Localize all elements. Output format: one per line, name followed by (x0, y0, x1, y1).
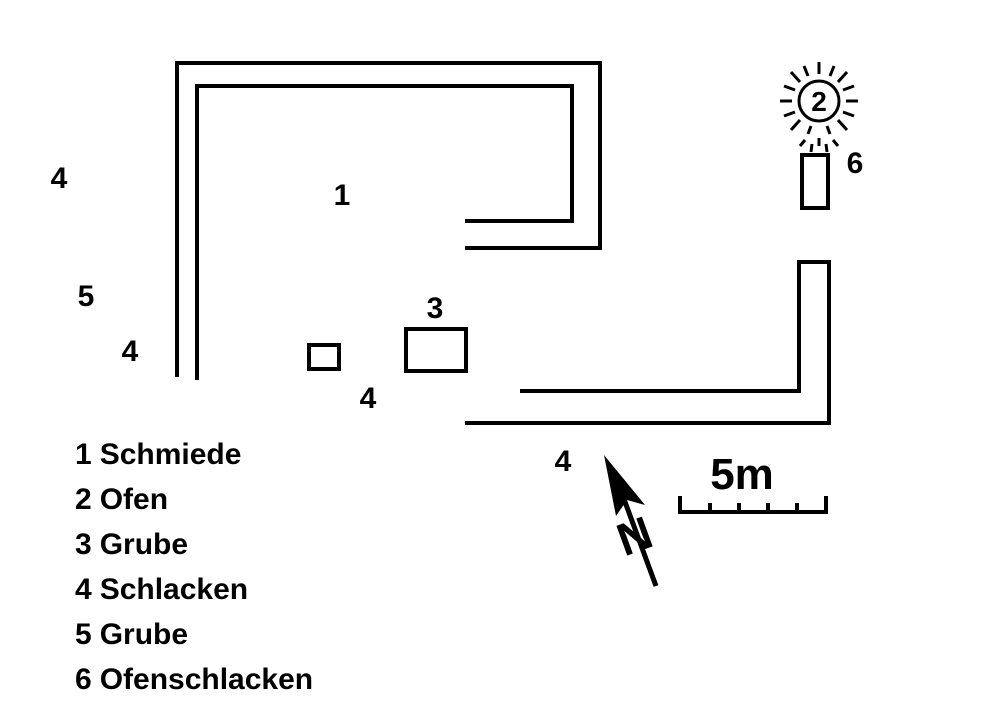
legend-item-number: 6 (75, 663, 92, 696)
label-forge-area: 1 (334, 179, 351, 212)
small-pit (307, 343, 341, 371)
north-arrow-icon: N (604, 455, 659, 587)
lower-wall-inner (520, 262, 801, 393)
label-oven-slag: 6 (847, 147, 864, 180)
legend-item-text: Grube (99, 618, 189, 651)
legend-item-number: 1 (75, 438, 92, 471)
label-slag-bottom: 4 (555, 445, 572, 478)
oven-icon: 2 (780, 62, 858, 153)
legend-item-number: 5 (75, 618, 92, 651)
main-building-inner-wall (195, 84, 574, 380)
main-building-outer-wall (175, 61, 602, 377)
legend-item-number: 4 (75, 573, 92, 606)
north-arrow-letter: N (610, 506, 659, 566)
legend-item-text: Ofenschlacken (99, 663, 314, 696)
scale-bar-label: 5m (710, 450, 774, 499)
legend-item-text: Ofen (99, 483, 169, 516)
lower-wall-outer (465, 260, 831, 425)
label-slag-far-left: 4 (51, 162, 68, 195)
label-slag-left: 4 (122, 335, 139, 368)
legend-item-number: 2 (75, 483, 92, 516)
legend-item-text: Schlacken (99, 573, 249, 606)
label-pit-3: 3 (427, 292, 444, 325)
legend-item-number: 3 (75, 528, 92, 561)
label-slag-center: 4 (360, 382, 377, 415)
pit-3-outline (404, 327, 468, 373)
oven-number-label: 2 (811, 86, 827, 117)
scale-bar: 5m (678, 450, 828, 514)
legend-item-text: Schmiede (99, 438, 242, 471)
label-pit-5: 5 (78, 280, 95, 313)
legend-item-text: Grube (99, 528, 189, 561)
oven-slag-channel (800, 153, 830, 210)
